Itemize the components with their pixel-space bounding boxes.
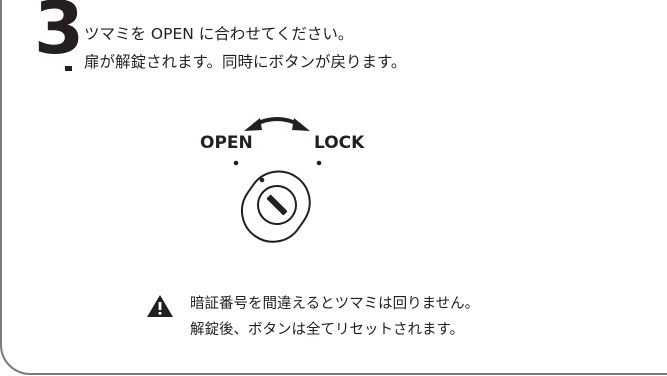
step-number: 3 bbox=[34, 0, 84, 70]
step-result: 扉が解錠されます。同時にボタンが戻ります。 bbox=[84, 53, 407, 71]
arrow-head-right-icon bbox=[292, 118, 310, 131]
warning-note: 暗証番号を間違えるとツマミは回りません。 bbox=[190, 296, 480, 312]
step-instruction: ツマミを OPEN に合わせてください。 bbox=[84, 25, 354, 43]
lock-label: LOCK bbox=[314, 133, 365, 153]
rotary-knob-icon bbox=[233, 117, 322, 243]
knob-indicator-dot bbox=[259, 177, 265, 183]
knob-grip-bar bbox=[266, 194, 288, 216]
warning-icon bbox=[147, 295, 173, 317]
open-position-dot bbox=[233, 160, 239, 166]
knob-body bbox=[240, 170, 311, 243]
reset-note: 解錠後、ボタンは全てリセットされます。 bbox=[190, 322, 465, 338]
lock-position-dot bbox=[316, 160, 322, 166]
arrow-head-left-icon bbox=[244, 118, 262, 131]
open-label: OPEN bbox=[200, 133, 253, 153]
step-number-dot bbox=[65, 66, 72, 71]
